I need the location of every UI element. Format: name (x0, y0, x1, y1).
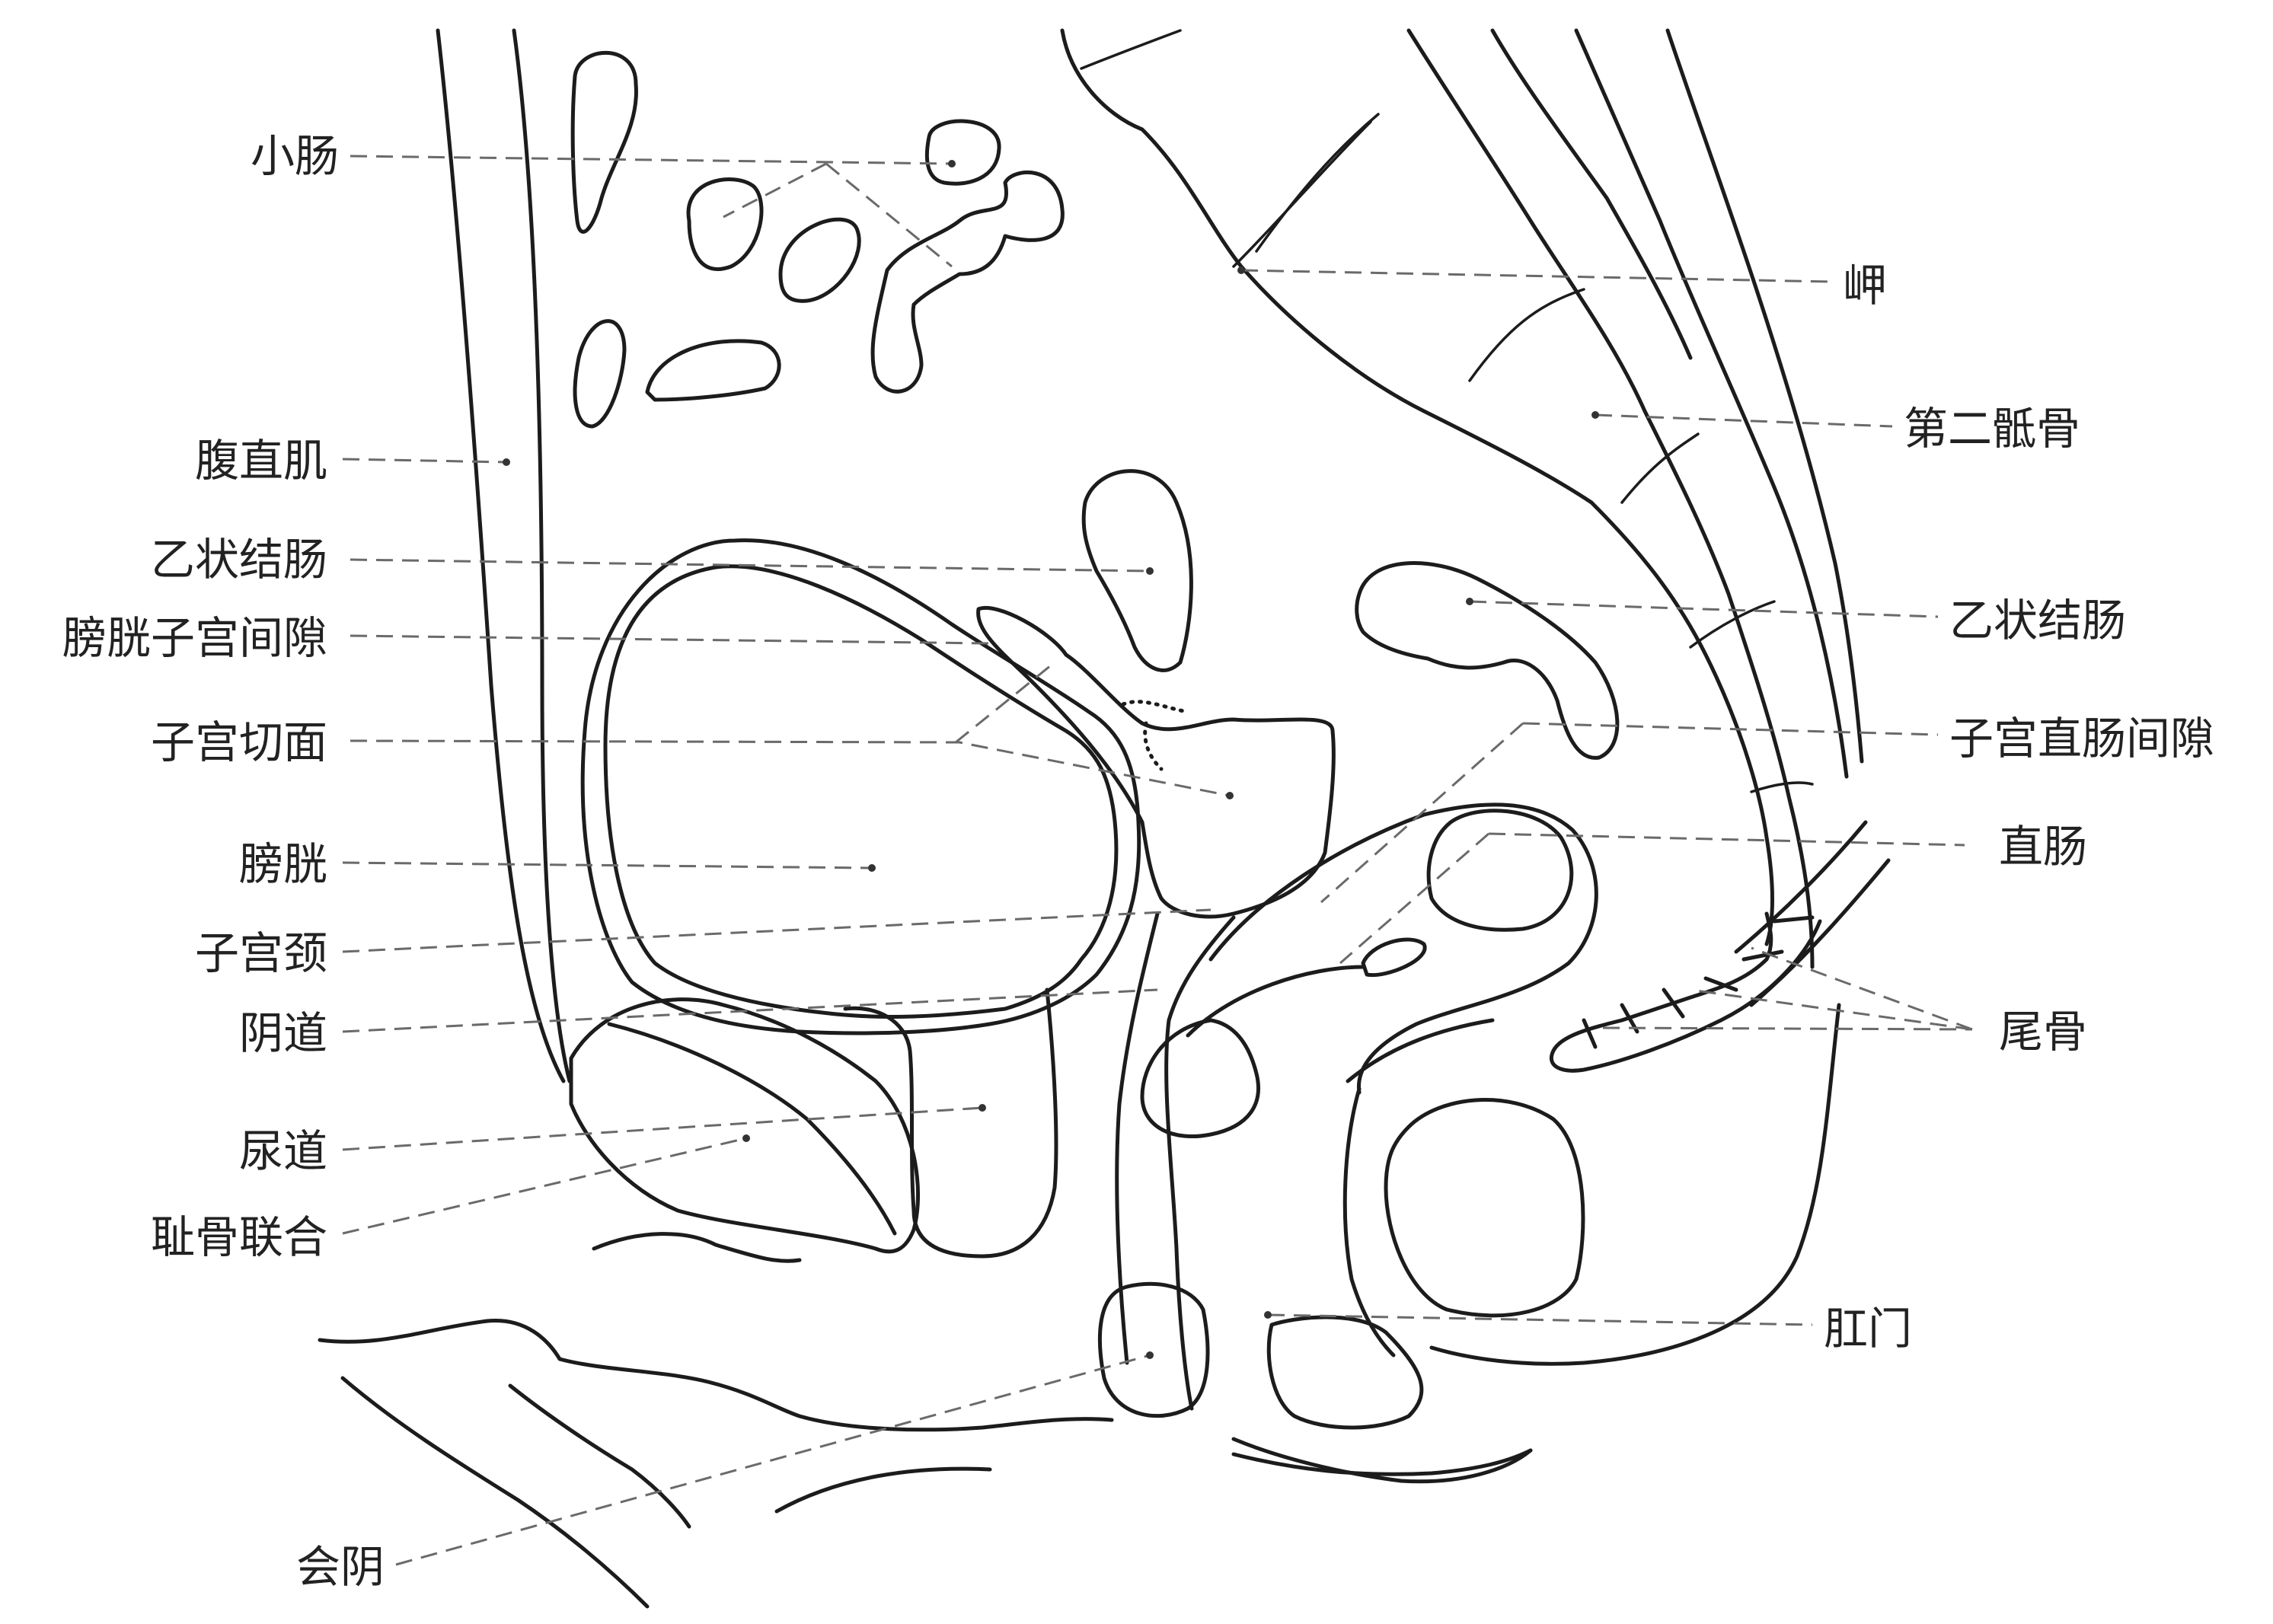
label-yizhuangjiechang-left: 乙状结肠 (151, 534, 327, 585)
leader-niaodao (343, 1108, 982, 1150)
endpoint-niaodao (978, 1104, 986, 1112)
leader-zigongjing (343, 910, 1211, 952)
label-xiaochang: 小肠 (251, 130, 339, 182)
pubic-symphysis-outline (571, 1000, 918, 1252)
vagina-anterior-wall (1117, 914, 1157, 1363)
lumbar-disc-line-3 (1256, 114, 1378, 251)
leader-fuzhiji (343, 459, 506, 462)
label-yindao: 阴道 (239, 1007, 327, 1059)
anal-sphincter-outline-1 (1142, 1020, 1259, 1137)
lower-skin-line-1 (777, 1469, 990, 1511)
buttock-outline (1432, 1005, 1839, 1364)
endpoint-pangguang (868, 864, 876, 872)
endpoint-zigong-qiemian (1226, 792, 1234, 799)
leader-chigu-lianhe (343, 1138, 746, 1233)
rectum-inner-outline (1429, 811, 1572, 930)
small-intestine-loop-4 (781, 219, 859, 301)
rectum-fold (1363, 940, 1425, 975)
rectus-abdominis-outline (438, 30, 563, 1081)
labels-right: 岬 第二骶骨 乙状结肠 子宫直肠间隙 直肠 尾骨 肛门 (1824, 260, 2214, 1354)
coccyx-segment-4 (1664, 990, 1683, 1016)
small-intestine-loop-6 (575, 321, 624, 426)
leader-pangguang-zigong-jianxi (350, 636, 990, 643)
anal-sphincter-outline-3 (1269, 1317, 1422, 1428)
vagina-posterior-wall (1167, 917, 1234, 1409)
leader-zhichang-branch (1340, 834, 1489, 963)
sacral-segment-line-1 (1470, 289, 1584, 381)
endpoint-yizhuangjiechang-left (1146, 567, 1154, 575)
anal-sphincter-outline-2 (1386, 1100, 1583, 1316)
coccyx-segment-6 (1584, 1020, 1595, 1047)
lumbar-disc-line-2 (1234, 122, 1371, 266)
label-huiyin: 会阴 (296, 1541, 385, 1593)
perineum-skin-line (320, 1320, 1112, 1429)
perineal-body-outline (1100, 1284, 1208, 1415)
endpoint-xiaochang (948, 160, 956, 168)
small-intestine-loop-5 (873, 172, 1062, 391)
label-niaodao: 尿道 (239, 1125, 327, 1177)
leader-jia (1241, 270, 1831, 282)
rectum-lower-outline (1188, 967, 1492, 1081)
label-gangmen: 肛门 (1824, 1303, 1912, 1354)
spinal-column-line-1 (1492, 30, 1690, 358)
label-jia: 岬 (1843, 260, 1887, 311)
label-pangguang-zigong-jianxi: 膀胱子宫间隙 (62, 612, 327, 664)
coccyx-segment-1 (1774, 917, 1812, 921)
small-intestine-loop-7 (647, 341, 779, 400)
leader-zigong-zhichang-jianxi (1523, 723, 1938, 735)
leader-weigu (1603, 1028, 1972, 1029)
leader-pangguang (343, 863, 872, 868)
small-intestine-loop-2 (927, 121, 999, 183)
leader-pangguang-zigong-jianxi-branch (956, 662, 1055, 742)
small-intestine-loop-1 (573, 53, 636, 231)
label-zhichang: 直肠 (1999, 821, 2087, 873)
labels-left: 小肠 腹直肌 乙状结肠 膀胱子宫间隙 子宫切面 膀胱 子宫颈 阴道 尿道 耻骨联… (62, 130, 385, 1593)
coccyx-outline (1551, 914, 1820, 1070)
leader-weigu-branch-2 (1690, 990, 1972, 1029)
bladder-inner-wall (605, 566, 1116, 1017)
perineal-skin-fold (594, 1234, 800, 1262)
abdominal-wall-inner-outline (514, 30, 570, 1081)
label-fuzhiji: 腹直肌 (195, 435, 327, 487)
rectum-outer-outline (1211, 805, 1596, 1093)
pubic-symphysis-inner (609, 1024, 895, 1233)
endpoint-jia (1237, 266, 1245, 274)
label-yizhuangjiechang-right: 乙状结肠 (1949, 595, 2126, 646)
leader-xiaochang-branch-1 (723, 164, 826, 217)
leader-weigu-branch-1 (1751, 948, 1972, 1029)
sacrum-posterior-outline (1409, 30, 1812, 967)
endpoint-gangmen (1264, 1311, 1272, 1319)
label-zigongjing: 子宫颈 (195, 927, 327, 979)
label-dier-digu: 第二骶骨 (1904, 403, 2080, 455)
label-zigong-qiemian: 子宫切面 (151, 716, 327, 768)
label-chigu-lianhe: 耻骨联合 (151, 1211, 327, 1263)
label-zigong-zhichang-jianxi: 子宫直肠间隙 (1949, 713, 2214, 764)
sacral-segment-line-4 (1751, 783, 1812, 792)
endpoint-dier-digu (1591, 411, 1599, 419)
lumbar-disc-line-1 (1081, 30, 1180, 69)
spinal-column-line-3 (1668, 30, 1862, 761)
endpoint-yizhuangjiechang-right (1466, 598, 1473, 605)
leader-xiaochang (350, 156, 952, 164)
labium-outline (343, 1378, 647, 1606)
small-intestine-loop-3 (688, 179, 761, 269)
endpoint-fuzhiji (503, 458, 510, 466)
label-pangguang: 膀胱 (239, 838, 327, 890)
bladder-outer-wall (583, 541, 1139, 1033)
label-weigu: 尾骨 (1999, 1006, 2087, 1058)
endpoint-huiyin (1146, 1351, 1154, 1359)
anatomy-outlines (320, 30, 1888, 1606)
uterovesical-pouch-dotted (1123, 702, 1188, 769)
leader-zigong-qiemian (350, 741, 1230, 796)
endpoint-chigu-lianhe (742, 1134, 750, 1142)
leader-zigong-zhichang-jianxi-branch (1321, 723, 1523, 902)
sigmoid-colon-posterior-outline (1357, 563, 1617, 758)
labium-inner-outline (510, 1386, 689, 1527)
anal-canal-outline (1345, 1089, 1393, 1355)
